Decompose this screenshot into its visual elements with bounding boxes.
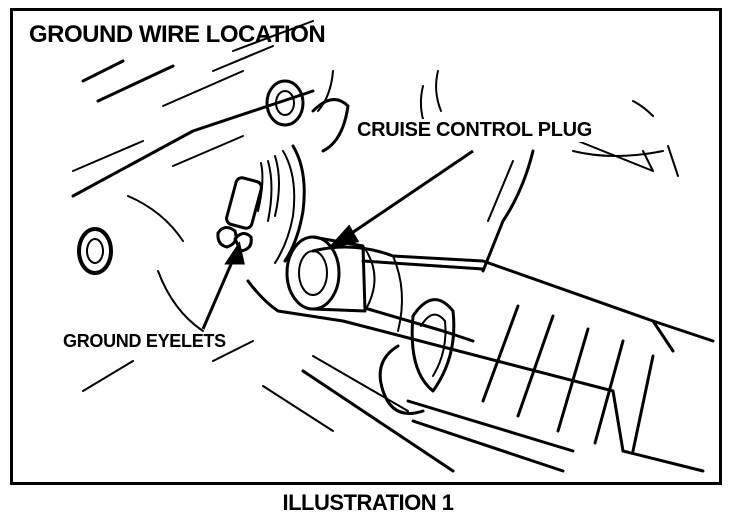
column-tube (392, 255, 403, 332)
grommet (77, 227, 113, 275)
figure-frame: GROUND WIRE LOCATION CRUISE CONTROL PLUG… (10, 8, 722, 485)
line-drawing (71, 20, 715, 473)
wire-harness (283, 144, 306, 263)
tube-rib (556, 327, 590, 433)
bracket-curve (311, 98, 350, 153)
bracket-curve (317, 70, 334, 112)
column-tube (366, 307, 475, 343)
background-line (82, 360, 134, 392)
shaft-line (411, 419, 565, 473)
tube-rib (631, 354, 655, 453)
background-line (572, 150, 664, 157)
background-line (481, 149, 535, 273)
background-line (312, 355, 409, 412)
figure-title: GROUND WIRE LOCATION (29, 21, 326, 48)
column-tube (361, 259, 485, 271)
wire-harness (257, 162, 264, 212)
column-body (246, 279, 625, 453)
wire-harness (274, 150, 296, 264)
ground-eyelet-leader (201, 254, 237, 330)
background-line (212, 340, 254, 362)
background-line (301, 369, 455, 473)
wire-clip (420, 313, 447, 377)
background-line (157, 270, 204, 332)
plug-housing (362, 245, 376, 312)
figure-caption: ILLUSTRATION 1 (282, 490, 454, 515)
wire-loop (378, 344, 425, 415)
grommet-inner (86, 238, 104, 264)
body-panel-line (71, 89, 315, 198)
body-panel-line (162, 70, 244, 107)
body-panel-line (81, 59, 125, 83)
ground-eyelet (216, 226, 238, 249)
ground-eyelet (233, 232, 253, 253)
bolt-hole (265, 79, 305, 127)
body-panel-line (172, 135, 244, 167)
shaft-line (406, 399, 575, 453)
ground-eyelets-label: GROUND EYELETS (63, 331, 226, 351)
cruise-plug-leader (342, 149, 474, 241)
background-line (667, 145, 679, 177)
body-panel-line (232, 20, 314, 52)
wire-clip (410, 298, 456, 393)
ground-eyelet-arrowhead (224, 241, 245, 265)
column-body (621, 449, 705, 473)
wire-harness (267, 160, 273, 222)
background-line (642, 150, 654, 172)
background-line (487, 160, 514, 222)
background-line (262, 385, 334, 432)
bracket-curve (435, 70, 442, 112)
background-line (127, 195, 184, 242)
plug-face (298, 250, 328, 296)
cruise-plug-arrowhead (326, 224, 360, 250)
body-panel-line (212, 45, 274, 72)
tube-rib (481, 304, 520, 403)
bolt-hole-inner (275, 90, 295, 116)
tube-rib (593, 339, 625, 445)
cruise-control-plug-label: CRUISE CONTROL PLUG (355, 119, 595, 142)
wire-harness (274, 155, 280, 217)
body-panel-line (96, 64, 175, 103)
tube-rib (516, 314, 555, 418)
background-line (632, 100, 654, 117)
column-body (651, 319, 715, 343)
body-panel-line (72, 140, 144, 172)
wire-connector (225, 176, 263, 230)
